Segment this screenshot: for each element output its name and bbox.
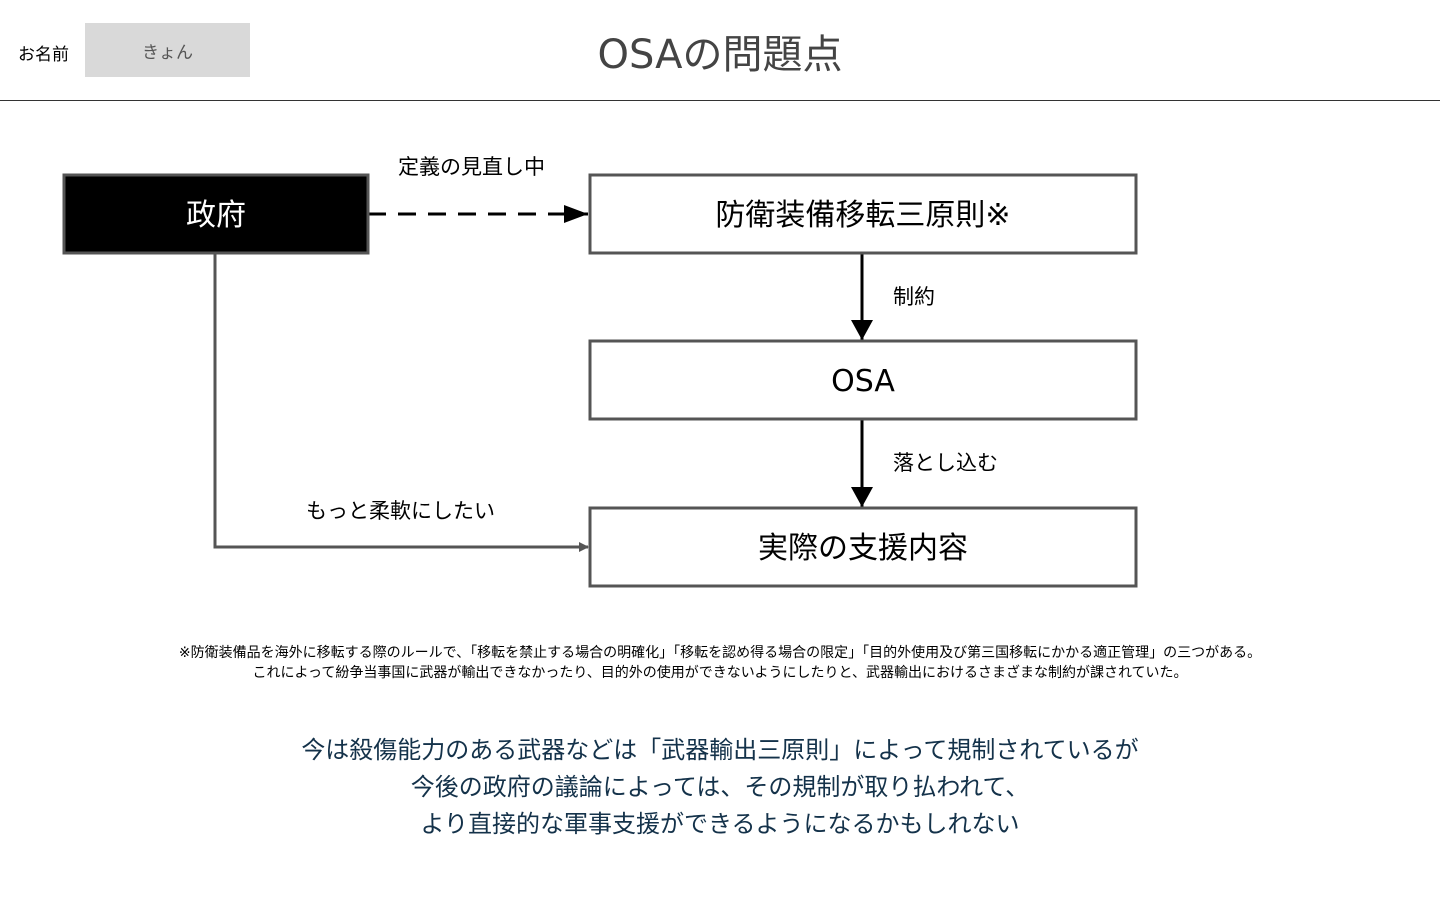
flow-diagram: 政府 防衛装備移転三原則※ OSA 実際の支援内容 定義の見直し中 制約 落とし…	[62, 155, 1138, 588]
node-support: 実際の支援内容	[588, 506, 1138, 588]
name-input[interactable]	[85, 23, 250, 77]
footnote-line-1: ※防衛装備品を海外に移転する際のルールで、「移転を禁止する場合の明確化」「移転を…	[178, 645, 1262, 661]
name-label: お名前	[18, 45, 69, 65]
summary-line-2: 今後の政府の議論によっては、その規制が取り払われて、	[410, 773, 1030, 801]
node-principles: 防衛装備移転三原則※	[588, 173, 1138, 255]
footnote-line-2: これによって紛争当事国に武器が輸出できなかったり、目的外の使用ができないようにし…	[252, 665, 1188, 681]
node-government-label: 政府	[186, 198, 246, 233]
footnote: ※防衛装備品を海外に移転する際のルールで、「移転を禁止する場合の明確化」「移転を…	[0, 643, 1440, 683]
node-osa-label: OSA	[831, 364, 895, 399]
edge-government-to-support	[213, 253, 589, 552]
summary-line-3: より直接的な軍事支援ができるようになるかもしれない	[420, 810, 1020, 838]
header-divider	[0, 100, 1440, 101]
edge-label-under-review: 定義の見直し中	[398, 155, 545, 179]
node-osa: OSA	[588, 339, 1138, 421]
summary-line-1: 今は殺傷能力のある武器などは「武器輸出三原則」によって規制されているが	[301, 736, 1139, 764]
node-support-label: 実際の支援内容	[758, 531, 968, 566]
edge-label-more-flexible: もっと柔軟にしたい	[306, 499, 495, 523]
node-government: 政府	[62, 173, 370, 255]
node-principles-label: 防衛装備移転三原則※	[715, 198, 1010, 233]
edge-label-incorporate: 落とし込む	[893, 451, 998, 475]
edge-label-constraint: 制約	[893, 285, 935, 309]
summary-text: 今は殺傷能力のある武器などは「武器輸出三原則」によって規制されているが 今後の政…	[0, 732, 1440, 843]
page-title: OSAの問題点	[597, 32, 843, 78]
